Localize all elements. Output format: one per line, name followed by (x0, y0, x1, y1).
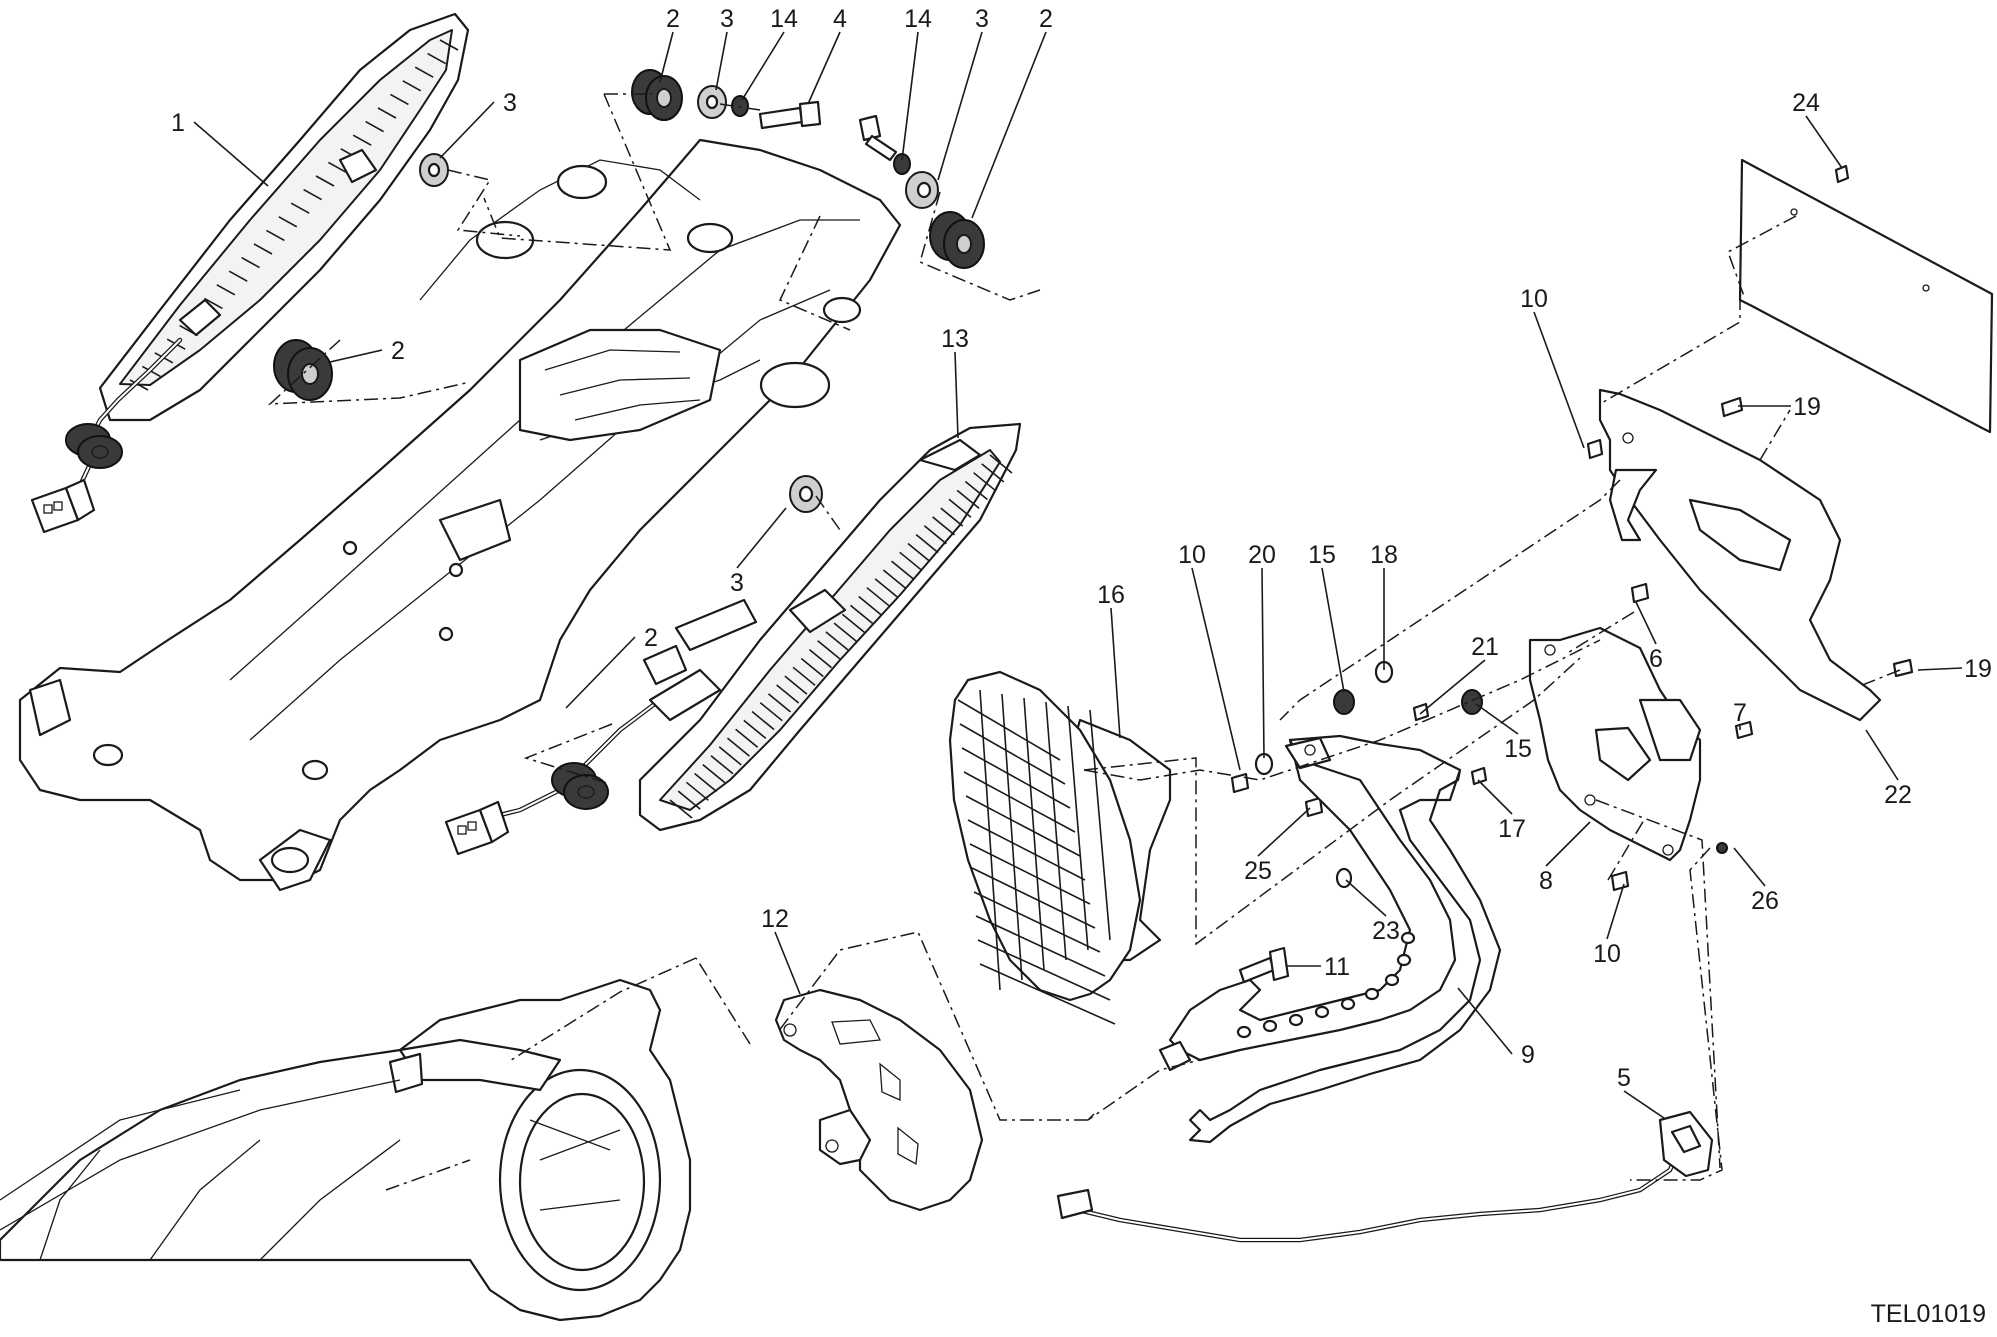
callout-c15a: 15 (1308, 541, 1336, 569)
callout-c26: 26 (1751, 887, 1779, 915)
leader-line-c2b (971, 31, 1047, 219)
bracket-12 (774, 988, 984, 1212)
callout-c24: 24 (1792, 89, 1820, 117)
spacer-3-top-left (697, 85, 727, 119)
leader-line-c19b (1917, 667, 1963, 671)
callout-c20: 20 (1248, 541, 1276, 569)
leader-line-c13 (954, 351, 959, 439)
callout-c2c: 2 (391, 337, 405, 365)
leader-line-c12 (774, 931, 801, 995)
leader-line-c16 (1110, 607, 1121, 739)
spacer-3-left-panel (419, 153, 449, 187)
callout-c10a: 10 (1520, 285, 1548, 313)
licence-plate-holder-8 (1528, 626, 1702, 862)
callout-c17: 17 (1498, 815, 1526, 843)
leader-line-c3a (715, 31, 728, 91)
grommet-2-top-right (929, 211, 985, 269)
leader-line-c20 (1261, 567, 1265, 759)
callout-c10b: 10 (1178, 541, 1206, 569)
callout-c19a: 19 (1793, 393, 1821, 421)
callout-c2b: 2 (1039, 5, 1053, 33)
callout-c25: 25 (1244, 857, 1272, 885)
drawing-code: TEL01019 (1871, 1300, 1986, 1328)
leader-line-c10a (1533, 311, 1585, 449)
callout-c10c: 10 (1593, 940, 1621, 968)
leader-line-c8 (1545, 821, 1591, 867)
grommet-2-top-left (631, 69, 683, 121)
callout-c3b: 3 (975, 5, 989, 33)
leader-line-c9 (1457, 987, 1513, 1055)
leader-line-c5 (1623, 1090, 1665, 1119)
leader-line-c22 (1865, 729, 1899, 781)
callout-c11: 11 (1324, 953, 1350, 981)
spacer-3-right-panel (789, 475, 823, 513)
leader-line-c15a (1321, 567, 1345, 693)
tail-light-support-9 (1158, 734, 1502, 1144)
callout-c8: 8 (1539, 867, 1553, 895)
callout-c23: 23 (1372, 917, 1400, 945)
callout-c19b: 19 (1964, 655, 1992, 683)
leader-line-c6 (1635, 601, 1657, 645)
callout-c15b: 15 (1504, 735, 1532, 763)
leader-line-c1 (193, 121, 269, 187)
callout-c9: 9 (1521, 1041, 1535, 1069)
leader-line-c17 (1477, 779, 1513, 815)
callout-c2a: 2 (666, 5, 680, 33)
rear-subframe (18, 138, 902, 892)
leader-line-c4 (807, 31, 841, 105)
callout-c14a: 14 (770, 5, 798, 33)
callout-c1: 1 (171, 109, 185, 137)
callout-c14b: 14 (904, 5, 932, 33)
spacer-3-top-right (905, 171, 939, 209)
callout-c21: 21 (1471, 633, 1499, 661)
callout-c4: 4 (833, 5, 847, 33)
plate-support-bracket-22 (1598, 388, 1882, 722)
leader-line-c3d (736, 507, 787, 569)
right-side-panel (638, 422, 1022, 832)
callout-c18: 18 (1370, 541, 1398, 569)
screw-4-top-left (758, 100, 822, 130)
plate-light-5 (1056, 1110, 1714, 1243)
leader-line-c10b (1191, 567, 1241, 771)
callout-c3c: 3 (503, 89, 517, 117)
callout-c16: 16 (1097, 581, 1125, 609)
rear-wheel-area (0, 978, 692, 1322)
leader-line-c2c (329, 349, 383, 363)
leader-line-c3b (937, 31, 983, 181)
callout-c7: 7 (1733, 699, 1747, 727)
screw-4-top-right (858, 114, 898, 162)
callout-c2d: 2 (644, 624, 658, 652)
leader-line-c3c (439, 101, 495, 159)
leader-line-c25 (1257, 807, 1311, 857)
callout-c13: 13 (941, 325, 969, 353)
left-side-panel (98, 12, 470, 422)
callout-c6: 6 (1649, 645, 1663, 673)
washer-14-top-left (731, 95, 749, 117)
callout-c3d: 3 (730, 569, 744, 597)
screw-11 (1238, 946, 1290, 984)
leader-line-c2d (565, 636, 636, 709)
callout-c12: 12 (761, 905, 789, 933)
leader-line-c14b (901, 31, 919, 161)
tail-light-lens (948, 670, 1172, 1025)
leader-line-c2a (659, 31, 674, 83)
grommet-2-left-panel (273, 339, 333, 401)
licence-plate (1738, 158, 1994, 434)
leader-line-c23 (1345, 879, 1387, 917)
left-wiring-harness (30, 337, 183, 534)
leader-line-c21 (1419, 659, 1486, 715)
callout-c22: 22 (1884, 781, 1912, 809)
leader-line-c26 (1733, 847, 1766, 887)
leader-line-c15b (1475, 703, 1519, 735)
callout-c3a: 3 (720, 5, 734, 33)
leader-line-c10c (1606, 883, 1625, 940)
leader-line-c24 (1805, 115, 1843, 169)
callout-c5: 5 (1617, 1064, 1631, 1092)
leader-line-c14a (741, 31, 785, 101)
assembly-guide-lines (267, 93, 1901, 1191)
right-wiring-harness (444, 598, 758, 856)
